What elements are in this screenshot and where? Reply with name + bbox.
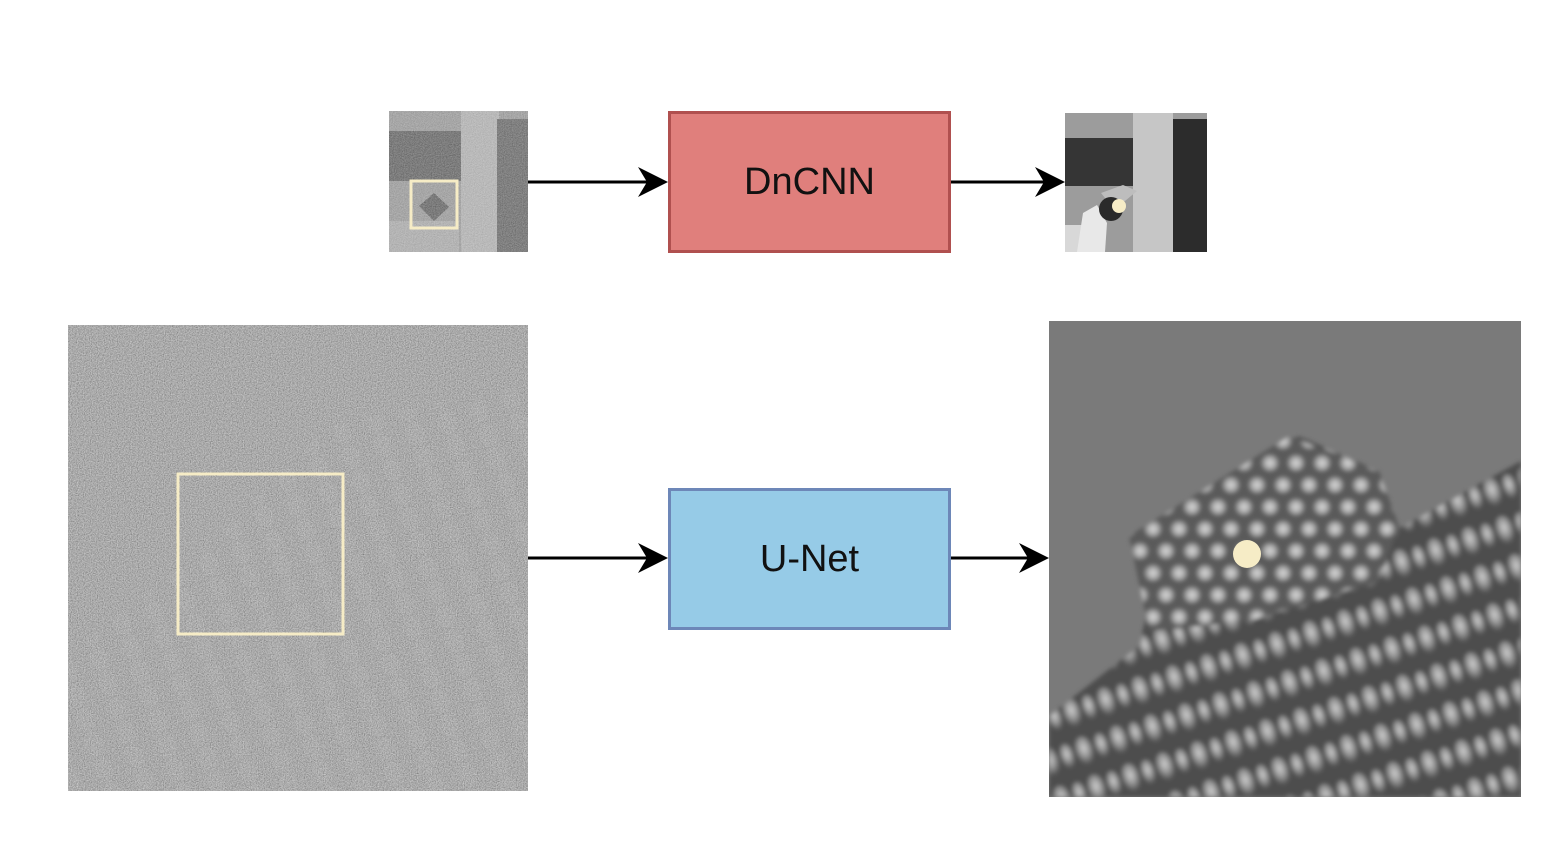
dncnn-block: DnCNN [668, 111, 951, 253]
highlight-box [409, 179, 459, 230]
dncnn-label: DnCNN [744, 160, 875, 203]
noisy-photo-input [389, 111, 528, 252]
highlight-dot [1233, 540, 1261, 568]
highlight-dot [1112, 199, 1126, 213]
noisy-lattice-input [68, 325, 528, 791]
highlight-box [176, 472, 345, 636]
denoised-lattice-output [1049, 321, 1521, 797]
unet-block: U-Net [668, 488, 951, 630]
denoised-photo-output [1065, 113, 1207, 252]
unet-label: U-Net [759, 537, 860, 580]
